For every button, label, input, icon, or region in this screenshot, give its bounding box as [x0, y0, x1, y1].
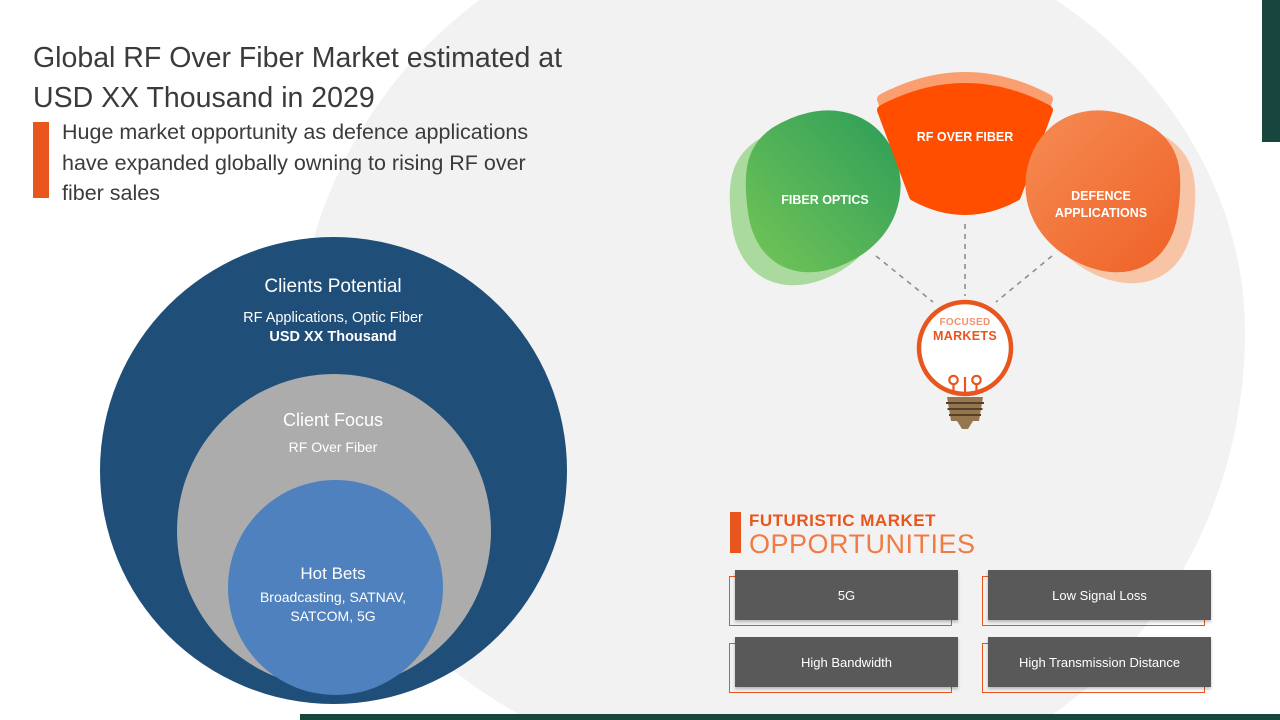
- bottom-accent-bar: [300, 714, 1280, 720]
- rf-over-fiber-wedge: [877, 83, 1053, 215]
- opportunity-item: High Transmission Distance: [982, 637, 1211, 693]
- bulb-label-markets: MARKETS: [933, 329, 997, 343]
- fiber-optics-label: FIBER OPTICS: [781, 193, 869, 207]
- hot-bets-line2: SATCOM, 5G: [290, 608, 376, 624]
- connector-left: [875, 255, 934, 303]
- opportunity-item: 5G: [729, 570, 958, 626]
- opportunity-box-5g: 5G: [735, 570, 958, 620]
- bulb-label-focused: FOCUSED: [939, 317, 991, 328]
- bulb-glass: [916, 299, 1014, 397]
- client-focus-title: Client Focus: [282, 410, 384, 430]
- subtitle-line-2: have expanded globally owning to rising …: [62, 150, 526, 175]
- clients-potential-line1: RF Applications, Optic Fiber: [243, 310, 423, 326]
- client-focus-line1: RF Over Fiber: [288, 439, 378, 455]
- opportunity-item: High Bandwidth: [729, 637, 958, 693]
- hot-bets-line1: Broadcasting, SATNAV,: [259, 589, 407, 605]
- slide-title: Global RF Over Fiber Market estimated at…: [33, 38, 733, 118]
- rf-over-fiber-label: RF OVER FIBER: [916, 130, 1014, 144]
- opportunity-box-low-signal-loss: Low Signal Loss: [988, 570, 1211, 620]
- title-line-1: Global RF Over Fiber Market estimated at: [33, 42, 563, 74]
- subtitle-line-3: fiber sales: [62, 181, 160, 205]
- subtitle-line-1: Huge market opportunity as defence appli…: [62, 120, 529, 144]
- bulb-thread-lines: [946, 402, 984, 416]
- connector-right: [995, 255, 1053, 303]
- bulb-filament-legs: [952, 377, 978, 393]
- hot-bets-circle: [228, 480, 443, 695]
- clients-potential-line2: USD XX Thousand: [269, 329, 397, 345]
- opportunity-box-high-transmission-distance: High Transmission Distance: [988, 637, 1211, 687]
- top-right-accent-bar: [1262, 0, 1280, 142]
- opportunities-heading-line2: OPPORTUNITIES: [749, 529, 976, 559]
- title-accent-bar: [33, 122, 49, 198]
- defence-petal: [1025, 110, 1181, 273]
- opportunity-item: Low Signal Loss: [982, 570, 1211, 626]
- title-line-2: USD XX Thousand in 2029: [33, 82, 375, 114]
- opportunities-grid: 5G Low Signal Loss High Bandwidth High T…: [729, 570, 1211, 693]
- defence-applications-label: DEFENCE APPLICATIONS: [1054, 189, 1148, 220]
- hot-bets-title: Hot Bets: [300, 564, 366, 583]
- opportunities-heading: FUTURISTIC MARKET OPPORTUNITIES: [749, 511, 1169, 559]
- opportunities-accent-bar: [730, 512, 741, 553]
- fiber-optics-petal: [745, 110, 901, 273]
- slide-subtitle: Huge market opportunity as defence appli…: [62, 117, 742, 209]
- bulb-tip: [957, 421, 973, 429]
- clients-potential-title: Clients Potential: [264, 276, 402, 297]
- opportunities-heading-line1: FUTURISTIC MARKET: [749, 511, 936, 530]
- opportunity-box-high-bandwidth: High Bandwidth: [735, 637, 958, 687]
- lightbulb-icon: [916, 299, 1014, 429]
